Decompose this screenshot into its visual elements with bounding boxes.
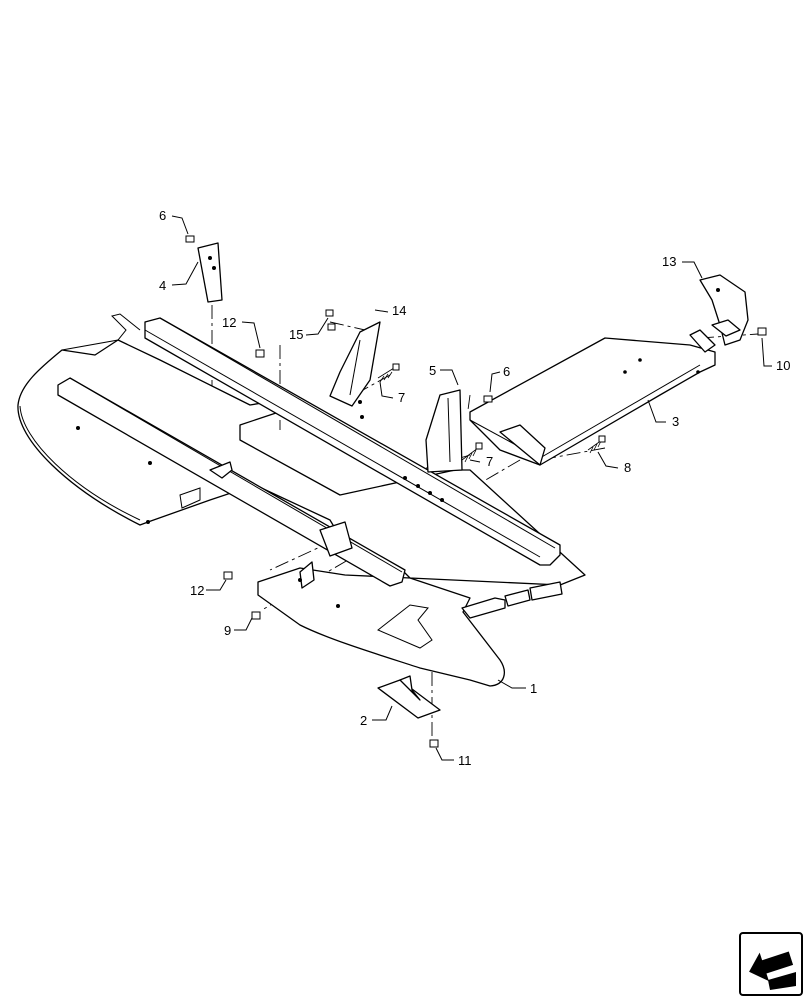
- callout-6-mid: 6: [503, 364, 510, 379]
- callout-4: 4: [159, 278, 166, 293]
- callout-7-upper: 7: [398, 390, 405, 405]
- callout-1: 1: [530, 681, 537, 696]
- callout-14: 14: [392, 303, 406, 318]
- part-3-tray: [469, 329, 716, 466]
- callout-3: 3: [672, 414, 679, 429]
- part-5-bracket: [425, 389, 463, 473]
- callout-12-bottom: 12: [190, 583, 204, 598]
- callout-6-top: 6: [159, 208, 166, 223]
- part-13-bracket: [699, 274, 749, 346]
- left-rail: [57, 377, 406, 587]
- direction-arrow-icon[interactable]: [739, 932, 803, 996]
- callout-2: 2: [360, 713, 367, 728]
- part-2-clip-plate: [377, 675, 441, 719]
- part-1-main-plate: [17, 313, 586, 687]
- callout-12-top: 12: [222, 315, 236, 330]
- callout-11: 11: [458, 753, 472, 768]
- callout-5: 5: [429, 363, 436, 378]
- callout-7-lower: 7: [486, 454, 493, 469]
- callout-labels: 6 4 12 15 14 7 5 6 7 8 3 13 10 12 9 1 2 …: [159, 208, 790, 768]
- callout-10: 10: [776, 358, 790, 373]
- part-14-bracket: [329, 321, 381, 407]
- fasteners: [185, 235, 767, 748]
- callout-8: 8: [624, 460, 631, 475]
- callout-leaders: [171, 215, 772, 761]
- callout-13: 13: [662, 254, 676, 269]
- callout-9: 9: [224, 623, 231, 638]
- part-4-bracket: [197, 242, 223, 303]
- right-rail: [144, 317, 561, 566]
- callout-15: 15: [289, 327, 303, 342]
